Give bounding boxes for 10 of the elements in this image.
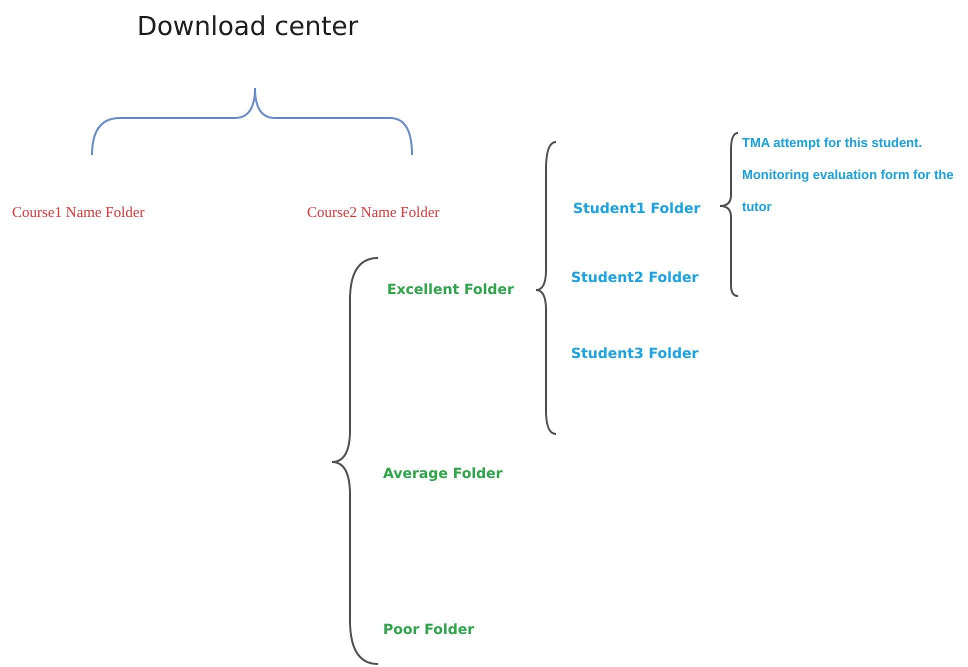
- folder-label: Course1 Name Folder: [12, 205, 144, 222]
- folder-label: Excellent Folder: [387, 282, 514, 298]
- note-text: TMA attempt for this student. Monitoring evaluation form for the tutor: [742, 134, 955, 216]
- folder-label: Poor Folder: [383, 622, 474, 638]
- folder-label: Average Folder: [383, 466, 503, 482]
- folder-label: Course2 Name Folder: [307, 205, 440, 222]
- title: Download center: [137, 12, 358, 42]
- folder-label: Student2 Folder: [571, 270, 698, 286]
- folder-label: Student3 Folder: [571, 346, 698, 362]
- folder-label: Student1 Folder: [573, 201, 700, 217]
